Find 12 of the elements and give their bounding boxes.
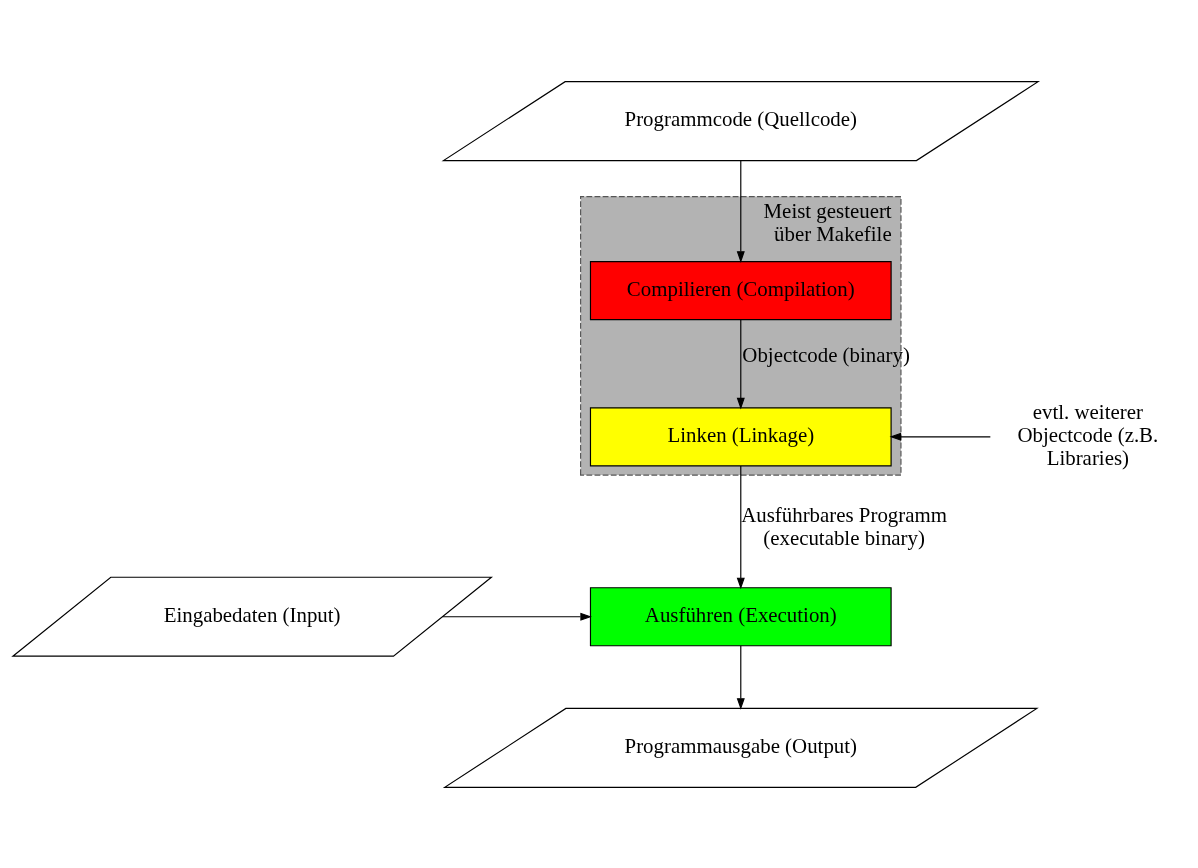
arrow — [441, 612, 592, 621]
node-box: Ausführen (Execution) — [589, 586, 892, 646]
edge-label: Ausführbares Programm (executable binary) — [741, 502, 947, 550]
arrow — [889, 432, 991, 441]
arrow — [736, 318, 745, 409]
node-box: Compilieren (Compilation) — [589, 260, 892, 320]
arrow — [736, 159, 745, 263]
arrow — [736, 644, 745, 710]
node-text: evtl. weiterer Objectcode (z.B. Libraries) — [1017, 399, 1159, 470]
node-box: Linken (Linkage) — [589, 406, 892, 466]
arrow — [736, 465, 745, 589]
edge-label: Objectcode (binary) — [742, 342, 910, 367]
